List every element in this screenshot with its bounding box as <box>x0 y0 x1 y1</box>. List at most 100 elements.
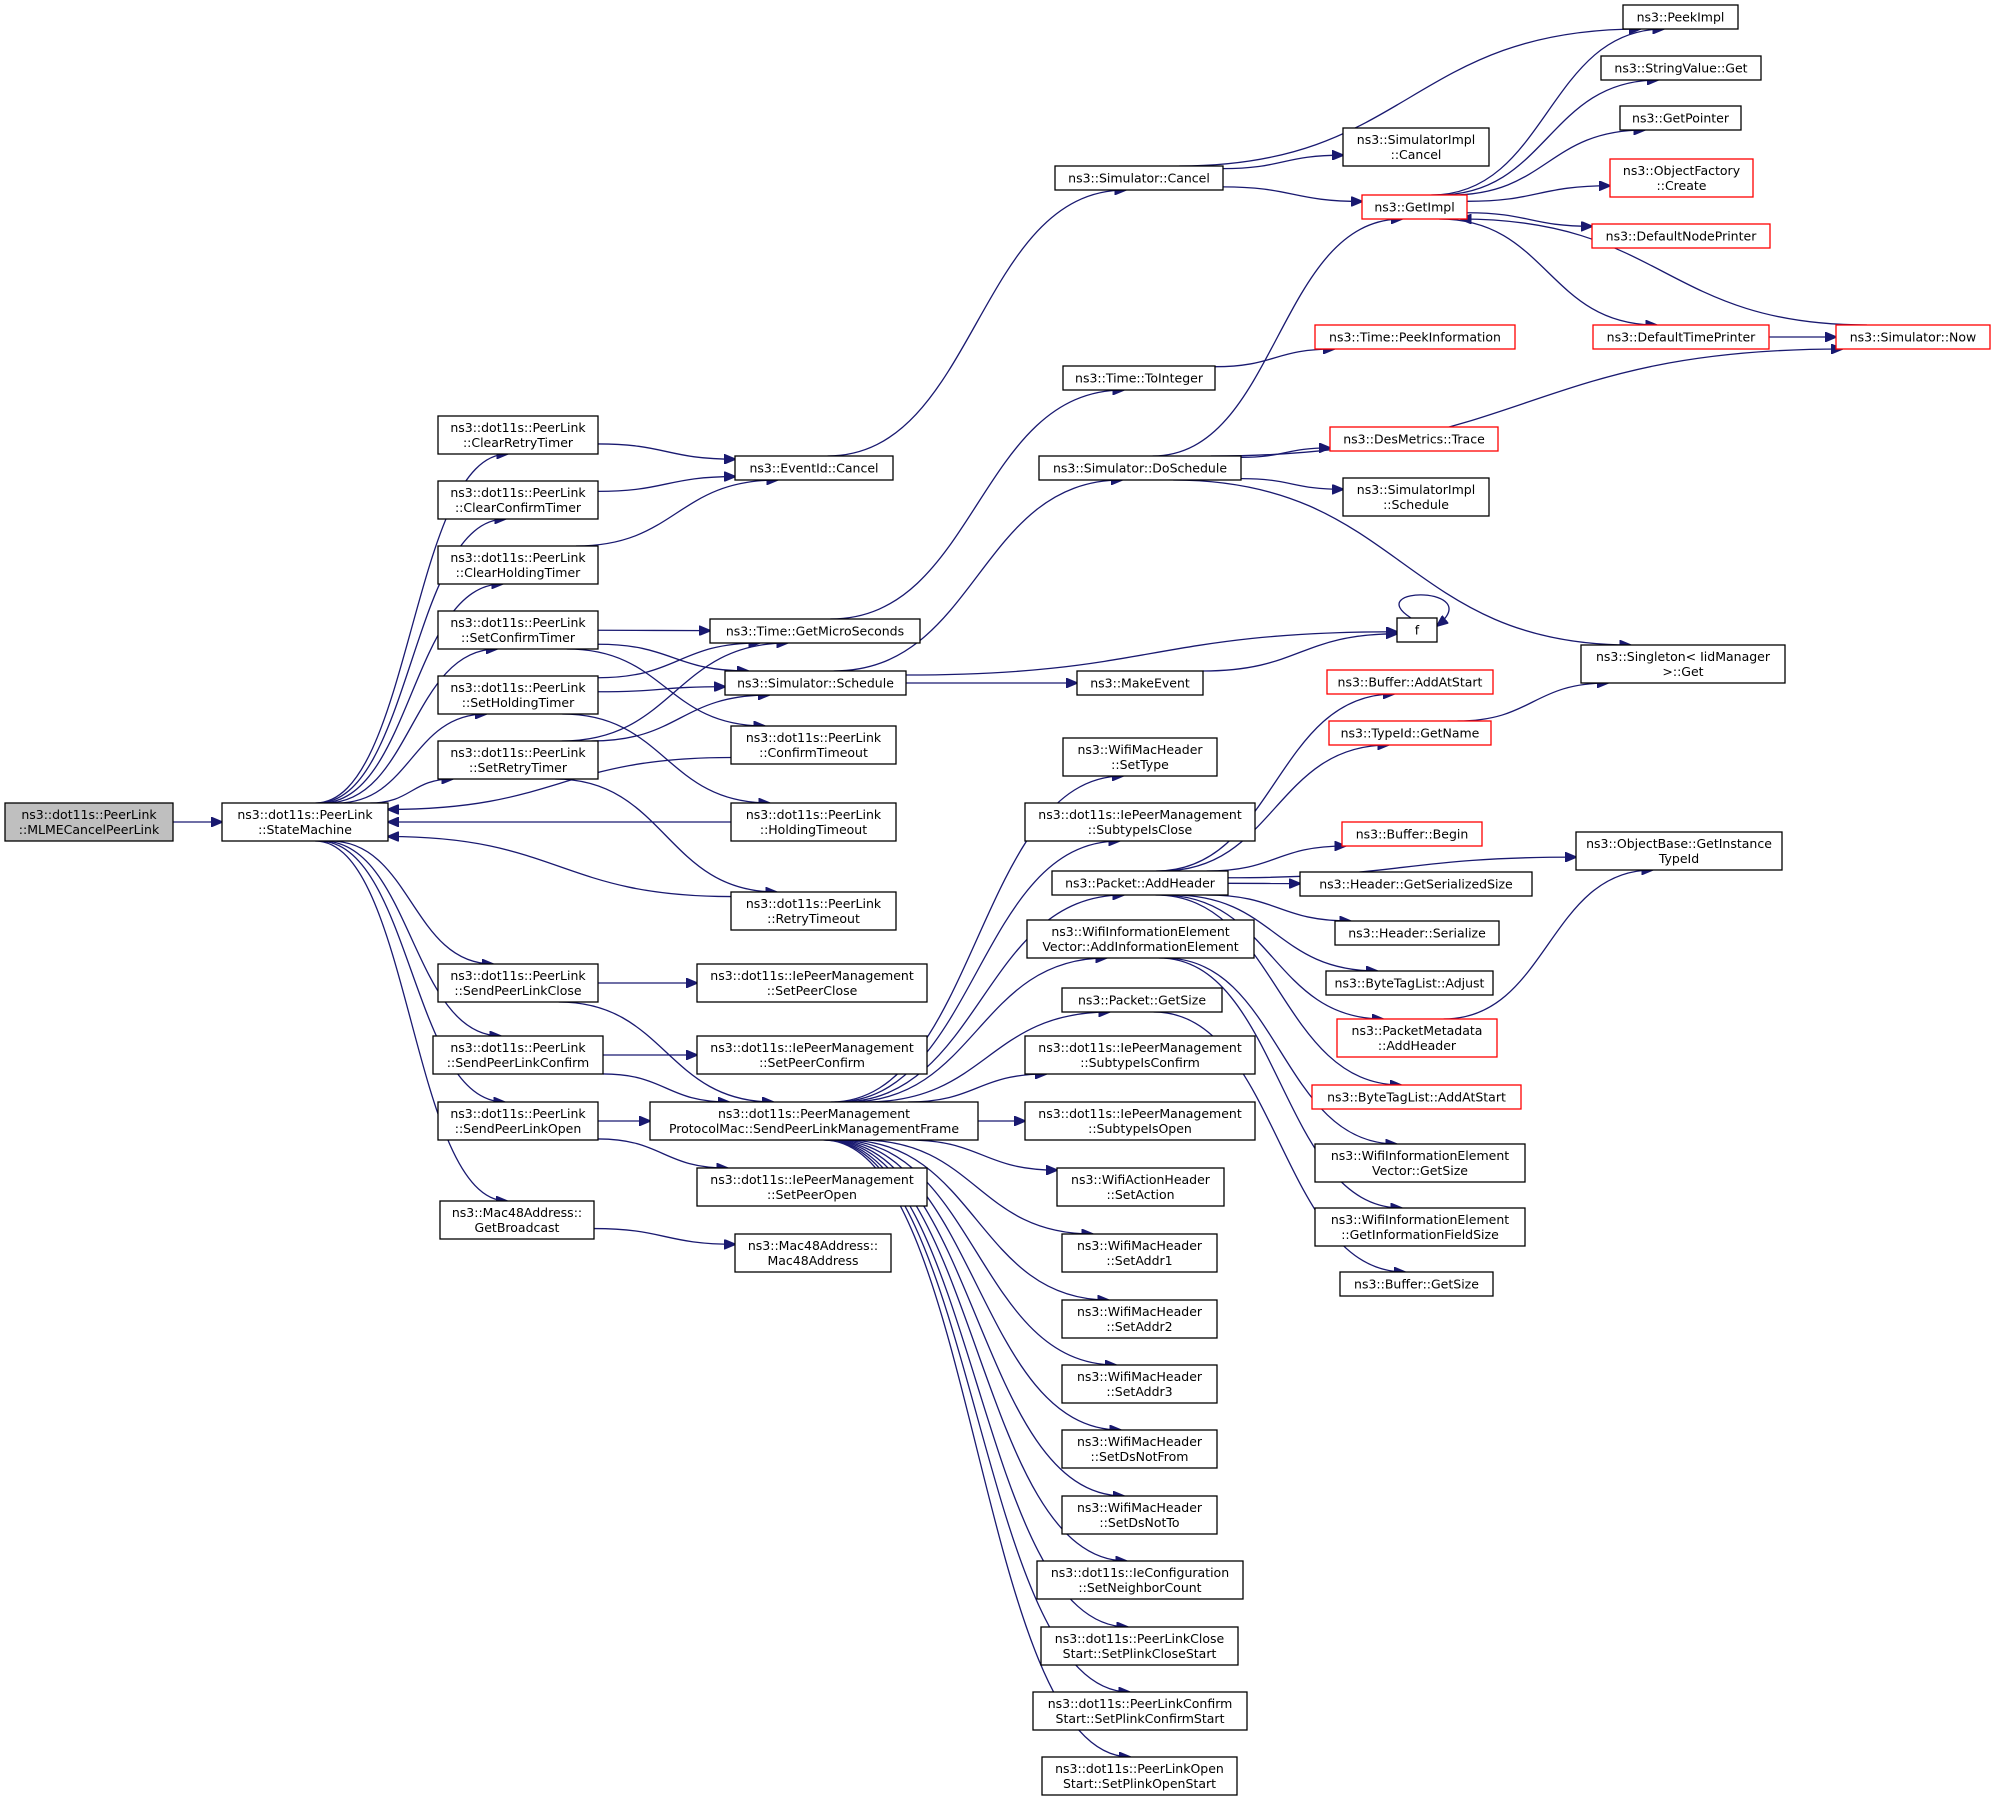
node-box[interactable] <box>1619 105 1742 131</box>
node-svg[interactable]: ns3::StringValue::Get <box>1600 55 1762 81</box>
node-box[interactable] <box>437 675 599 715</box>
node-box[interactable] <box>1056 1167 1225 1207</box>
node-box[interactable] <box>696 963 928 1003</box>
node-spo[interactable]: ns3::dot11s::IePeerManagement::SetPeerOp… <box>696 1167 928 1207</box>
node-box[interactable] <box>1076 670 1204 696</box>
node-m48[interactable]: ns3::Mac48Address::Mac48Address <box>734 1233 892 1273</box>
node-box[interactable] <box>1329 426 1499 452</box>
node-hgss[interactable]: ns3::Header::GetSerializedSize <box>1299 871 1533 897</box>
node-box[interactable] <box>1314 1207 1526 1247</box>
node-spmf[interactable]: ns3::dot11s::PeerManagementProtocolMac::… <box>649 1101 979 1141</box>
node-box[interactable] <box>709 618 921 644</box>
node-splo[interactable]: ns3::dot11s::PeerLink::SendPeerLinkOpen <box>437 1101 599 1141</box>
node-box[interactable] <box>1342 477 1490 517</box>
node-box[interactable] <box>1314 324 1516 350</box>
node-box[interactable] <box>649 1101 979 1141</box>
node-box[interactable] <box>1591 223 1771 249</box>
node-btlas[interactable]: ns3::ByteTagList::AddAtStart <box>1311 1084 1522 1110</box>
node-box[interactable] <box>1835 324 1991 350</box>
node-box[interactable] <box>1054 165 1224 191</box>
node-sa1[interactable]: ns3::WifiMacHeader::SetAddr1 <box>1061 1233 1218 1273</box>
node-snow[interactable]: ns3::Simulator::Now <box>1835 324 1991 350</box>
node-box[interactable] <box>1040 1626 1239 1666</box>
node-box[interactable] <box>734 455 894 481</box>
node-box[interactable] <box>437 963 599 1003</box>
node-snc[interactable]: ns3::dot11s::IeConfiguration::SetNeighbo… <box>1036 1560 1244 1600</box>
node-pah[interactable]: ns3::Packet::AddHeader <box>1051 870 1229 896</box>
node-box[interactable] <box>1032 1691 1248 1731</box>
node-box[interactable] <box>1062 365 1216 391</box>
node-box[interactable] <box>1609 158 1754 198</box>
node-box[interactable] <box>437 480 599 520</box>
node-box[interactable] <box>1600 55 1762 81</box>
node-rto[interactable]: ns3::dot11s::PeerLink::RetryTimeout <box>730 891 897 931</box>
node-sht[interactable]: ns3::dot11s::PeerLink::SetHoldingTimer <box>437 675 599 715</box>
node-box[interactable] <box>730 725 897 765</box>
node-wiegs[interactable]: ns3::WifiInformationElementVector::GetSi… <box>1314 1143 1526 1183</box>
node-aie[interactable]: ns3::WifiInformationElementVector::AddIn… <box>1026 919 1255 959</box>
node-wsa[interactable]: ns3::WifiActionHeader::SetAction <box>1056 1167 1225 1207</box>
node-evc[interactable]: ns3::EventId::Cancel <box>734 455 894 481</box>
node-box[interactable] <box>1314 1143 1526 1183</box>
node-f[interactable]: f <box>1396 617 1438 643</box>
node-box[interactable] <box>1062 737 1218 777</box>
node-baas[interactable]: ns3::Buffer::AddAtStart <box>1326 669 1494 695</box>
node-root[interactable]: ns3::dot11s::PeerLink::MLMECancelPeerLin… <box>4 802 174 842</box>
node-pmah[interactable]: ns3::PacketMetadata::AddHeader <box>1336 1018 1498 1058</box>
node-box[interactable] <box>1325 970 1494 996</box>
node-cht[interactable]: ns3::dot11s::PeerLink::ClearHoldingTimer <box>437 545 599 585</box>
node-gimpl[interactable]: ns3::GetImpl <box>1361 194 1468 220</box>
node-cct[interactable]: ns3::dot11s::PeerLink::ClearConfirmTimer <box>437 480 599 520</box>
node-dnp[interactable]: ns3::DefaultNodePrinter <box>1591 223 1771 249</box>
node-simplc[interactable]: ns3::SimulatorImpl::Cancel <box>1342 127 1490 167</box>
node-box[interactable] <box>4 802 174 842</box>
node-box[interactable] <box>1336 1018 1498 1058</box>
node-box[interactable] <box>432 1035 604 1075</box>
node-box[interactable] <box>1061 987 1223 1013</box>
node-wst[interactable]: ns3::WifiMacHeader::SetType <box>1062 737 1218 777</box>
node-sdnt[interactable]: ns3::WifiMacHeader::SetDsNotTo <box>1061 1495 1218 1535</box>
node-pgs[interactable]: ns3::Packet::GetSize <box>1061 987 1223 1013</box>
node-sa2[interactable]: ns3::WifiMacHeader::SetAddr2 <box>1061 1299 1218 1339</box>
node-btla[interactable]: ns3::ByteTagList::Adjust <box>1325 970 1494 996</box>
node-sic[interactable]: ns3::dot11s::IePeerManagement::SubtypeIs… <box>1024 802 1256 842</box>
node-sdnf[interactable]: ns3::WifiMacHeader::SetDsNotFrom <box>1061 1429 1218 1469</box>
node-sct[interactable]: ns3::dot11s::PeerLink::SetConfirmTimer <box>437 610 599 650</box>
node-box[interactable] <box>1361 194 1468 220</box>
node-box[interactable] <box>1061 1299 1218 1339</box>
node-box[interactable] <box>1580 644 1786 684</box>
node-box[interactable] <box>696 1035 928 1075</box>
node-box[interactable] <box>1061 1495 1218 1535</box>
node-box[interactable] <box>1038 455 1242 481</box>
node-dmt[interactable]: ns3::DesMetrics::Trace <box>1329 426 1499 452</box>
node-srt[interactable]: ns3::dot11s::PeerLink::SetRetryTimer <box>437 740 599 780</box>
node-spcf[interactable]: ns3::dot11s::IePeerManagement::SetPeerCo… <box>696 1035 928 1075</box>
node-box[interactable] <box>1026 919 1255 959</box>
node-sing[interactable]: ns3::Singleton< IidManager>::Get <box>1580 644 1786 684</box>
node-box[interactable] <box>439 1200 595 1240</box>
node-box[interactable] <box>1575 831 1783 871</box>
node-cto[interactable]: ns3::dot11s::PeerLink::ConfirmTimeout <box>730 725 897 765</box>
node-splc[interactable]: ns3::dot11s::PeerLink::SendPeerLinkClose <box>437 963 599 1003</box>
node-tgn[interactable]: ns3::TypeId::GetName <box>1328 720 1492 746</box>
node-box[interactable] <box>1334 920 1500 946</box>
node-spc[interactable]: ns3::dot11s::IePeerManagement::SetPeerCl… <box>696 963 928 1003</box>
node-tti[interactable]: ns3::Time::ToInteger <box>1062 365 1216 391</box>
node-box[interactable] <box>1592 324 1770 350</box>
node-tpi[interactable]: ns3::Time::PeekInformation <box>1314 324 1516 350</box>
node-hto[interactable]: ns3::dot11s::PeerLink::HoldingTimeout <box>730 802 897 842</box>
node-simps[interactable]: ns3::SimulatorImpl::Schedule <box>1342 477 1490 517</box>
node-box[interactable] <box>221 802 389 842</box>
node-splcf[interactable]: ns3::dot11s::PeerLink::SendPeerLinkConfi… <box>432 1035 604 1075</box>
node-sio[interactable]: ns3::dot11s::IePeerManagement::SubtypeIs… <box>1024 1101 1256 1141</box>
node-box[interactable] <box>437 740 599 780</box>
node-box[interactable] <box>437 610 599 650</box>
node-ssch[interactable]: ns3::Simulator::Schedule <box>724 670 907 696</box>
node-box[interactable] <box>1328 720 1492 746</box>
node-sm[interactable]: ns3::dot11s::PeerLink::StateMachine <box>221 802 389 842</box>
node-box[interactable] <box>1024 1101 1256 1141</box>
node-hser[interactable]: ns3::Header::Serialize <box>1334 920 1500 946</box>
node-box[interactable] <box>1036 1560 1244 1600</box>
node-box[interactable] <box>1341 821 1483 847</box>
node-box[interactable] <box>730 891 897 931</box>
